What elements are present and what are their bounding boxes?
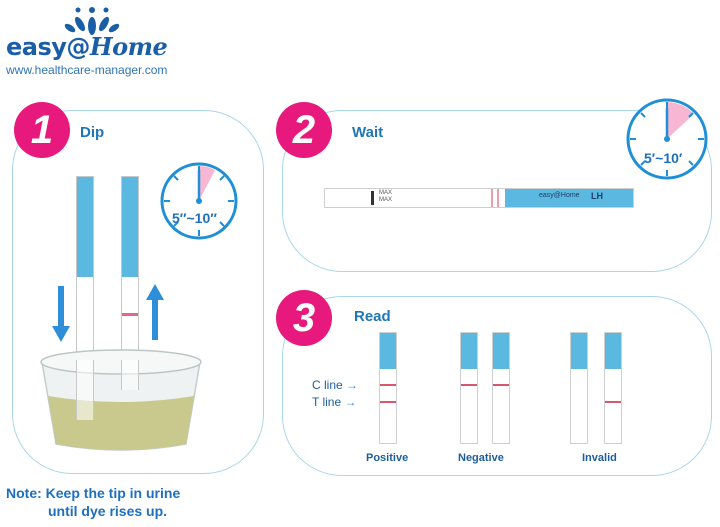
brand-name-left: easy@	[6, 33, 90, 61]
strip-control-line	[122, 313, 138, 316]
arrow-down-icon	[52, 286, 70, 342]
caption-negative: Negative	[458, 452, 504, 464]
note-line-1: Note: Keep the tip in urine	[6, 485, 181, 501]
clock-icon-step-2	[626, 98, 708, 180]
step-1-label: Dip	[80, 124, 105, 141]
note-line-2: until dye rises up.	[48, 503, 168, 519]
strip-control-line	[497, 189, 499, 207]
strip-brand: easy@Home	[539, 192, 580, 199]
read-strip	[379, 332, 397, 444]
t-line-label: T line →	[312, 395, 357, 409]
step-3-number: 3	[276, 290, 332, 346]
logo-splash-icon	[64, 7, 120, 35]
dip-strip-down	[76, 176, 94, 392]
strip-max-text-2: MAX	[379, 197, 393, 203]
step-2-label: Wait	[352, 124, 384, 141]
caption-invalid: Invalid	[582, 452, 617, 464]
strip-lh: LH	[591, 191, 603, 201]
step-2-timer: 5′~10′	[644, 150, 683, 166]
clock-icon-step-1	[160, 162, 238, 240]
strip-max-text-1: MAX	[379, 190, 393, 196]
logo: easy@Home www.healthcare-manager.com	[0, 0, 200, 85]
strip-handle	[77, 177, 93, 277]
dip-strip-up-bottom	[121, 360, 139, 390]
strip-handle	[380, 333, 396, 369]
t-line-text: T line	[312, 395, 342, 409]
strip-handle	[461, 333, 477, 369]
brand-url[interactable]: www.healthcare-manager.com	[6, 63, 168, 77]
step-2-number: 2	[276, 102, 332, 158]
read-strip	[604, 332, 622, 444]
dip-strip-up	[121, 176, 139, 392]
strip-control-line	[461, 384, 477, 386]
step-3-label: Read	[354, 308, 391, 325]
brand-name-right: Home	[89, 32, 168, 61]
strip-test-line	[491, 189, 493, 207]
dip-strip-down-bottom	[76, 360, 94, 420]
note: Note: Keep the tip in urine until dye ri…	[6, 484, 180, 520]
strip-handle	[122, 177, 138, 277]
c-line-text: C line	[312, 378, 343, 392]
read-strip	[460, 332, 478, 444]
strip-test-line	[380, 401, 396, 403]
brand-name: easy@Home	[6, 32, 168, 61]
strip-handle	[493, 333, 509, 369]
read-strip	[570, 332, 588, 444]
c-line-label: C line →	[312, 378, 359, 392]
arrow-up-icon	[146, 284, 164, 340]
step-1-number: 1	[14, 102, 70, 158]
caption-positive: Positive	[366, 452, 409, 464]
step-1-timer: 5″~10″	[172, 210, 217, 226]
strip-control-line	[380, 384, 396, 386]
strip-handle: easy@Home LH	[505, 189, 633, 207]
read-strip	[492, 332, 510, 444]
strip-handle	[605, 333, 621, 369]
strip-handle	[571, 333, 587, 369]
strip-test-line	[605, 401, 621, 403]
strip-max-mark	[371, 191, 374, 205]
strip-control-line	[493, 384, 509, 386]
